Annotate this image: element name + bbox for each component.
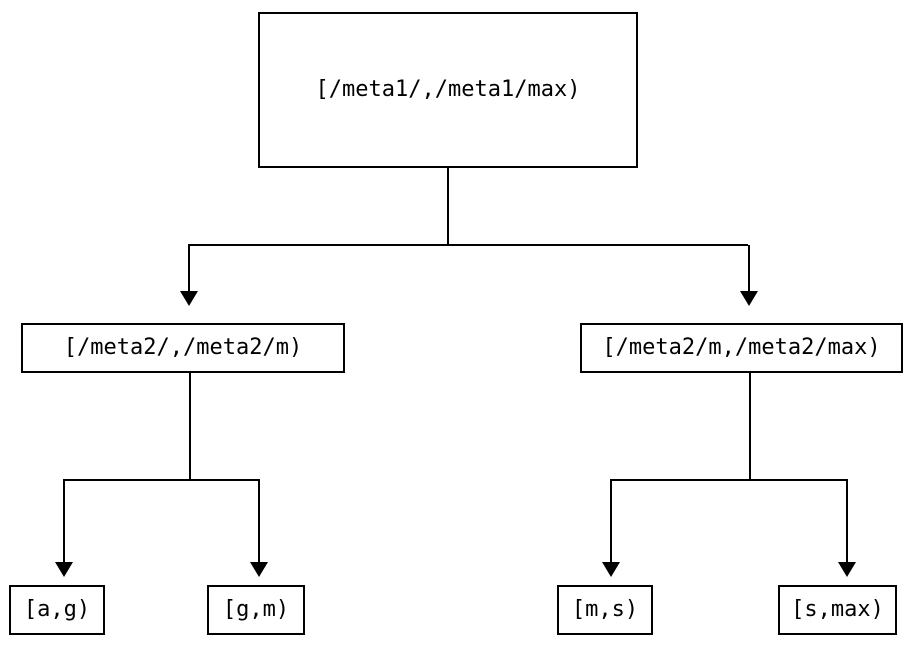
tree-node-meta2-low-label: [/meta2/,/meta2/m) bbox=[63, 335, 303, 360]
edge-root-to-meta2-low bbox=[180, 168, 748, 306]
edge-meta2low-to-leaf-a-g bbox=[55, 373, 260, 577]
tree-node-meta2-high-label: [/meta2/m,/meta2/max) bbox=[602, 335, 881, 360]
edge-root-to-meta2-high bbox=[740, 245, 758, 306]
edge-meta2low-to-leaf-g-m bbox=[250, 480, 268, 577]
tree-node-meta2-high[interactable]: [/meta2/m,/meta2/max) bbox=[580, 323, 903, 373]
tree-node-leaf-m-s-label: [m,s) bbox=[571, 597, 639, 622]
edge-meta2high-to-leaf-m-s bbox=[602, 373, 848, 577]
edge-meta2high-to-leaf-s-max bbox=[838, 480, 856, 577]
tree-node-leaf-g-m[interactable]: [g,m) bbox=[207, 585, 305, 635]
tree-node-leaf-a-g[interactable]: [a,g) bbox=[9, 585, 105, 635]
arrowhead-down-icon bbox=[250, 562, 268, 577]
tree-node-leaf-a-g-label: [a,g) bbox=[23, 597, 91, 622]
tree-node-leaf-s-max[interactable]: [s,max) bbox=[778, 585, 897, 635]
tree-node-meta2-low[interactable]: [/meta2/,/meta2/m) bbox=[21, 323, 345, 373]
arrowhead-down-icon bbox=[55, 562, 73, 577]
tree-node-leaf-s-max-label: [s,max) bbox=[791, 597, 884, 622]
tree-node-root[interactable]: [/meta1/,/meta1/max) bbox=[258, 12, 638, 168]
arrowhead-down-icon bbox=[838, 562, 856, 577]
arrowhead-down-icon bbox=[180, 291, 198, 306]
tree-node-leaf-g-m-label: [g,m) bbox=[222, 597, 290, 622]
arrowhead-down-icon bbox=[740, 291, 758, 306]
tree-node-leaf-m-s[interactable]: [m,s) bbox=[557, 585, 653, 635]
tree-node-root-label: [/meta1/,/meta1/max) bbox=[315, 77, 581, 102]
arrowhead-down-icon bbox=[602, 562, 620, 577]
